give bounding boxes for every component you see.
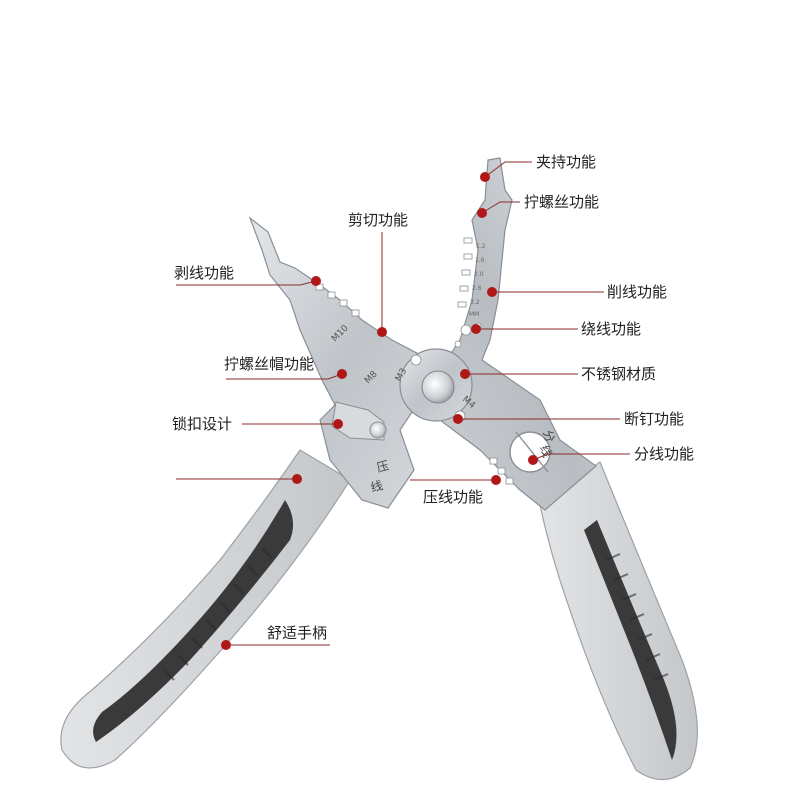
marker-dot	[528, 455, 538, 465]
callout-label: 分线功能	[634, 445, 694, 463]
callout-label: 削线功能	[607, 283, 667, 301]
marker-dot	[311, 276, 321, 286]
marker-dot	[460, 369, 470, 379]
right-handle	[539, 461, 698, 781]
callouts: 夹持功能 拧螺丝功能 剪切功能 剥线功能 削线功能 绕线功能	[172, 153, 694, 650]
callout-label: 不锈钢材质	[581, 365, 656, 383]
callout-lock: 锁扣设计	[172, 415, 343, 433]
gauge-tick-label: 1.6	[475, 257, 485, 264]
callout-handle: 舒适手柄	[221, 624, 330, 650]
callout-nut-cap: 拧螺丝帽功能	[224, 355, 347, 380]
callout-label: 压线功能	[423, 488, 483, 506]
marker-dot	[480, 172, 490, 182]
gauge-ticks: 1.2 1.6 2.0 2.6 3.2 MM	[469, 243, 486, 318]
split-stamp-1: 分	[540, 428, 557, 444]
callout-wind: 绕线功能	[471, 320, 641, 338]
callout-bolt-cut: 断钉功能	[453, 410, 684, 428]
marker-dot	[471, 324, 481, 334]
pliers-illustration: 1.2 1.6 2.0 2.6 3.2 MM 分 线	[60, 157, 698, 781]
marker-dot	[292, 474, 302, 484]
callout-label: 夹持功能	[536, 153, 596, 171]
callout-label: 剪切功能	[348, 211, 408, 229]
marker-dot	[491, 475, 501, 485]
callout-label: 拧螺丝功能	[524, 193, 599, 211]
callout-unlabeled	[176, 474, 302, 484]
marker-dot	[333, 419, 343, 429]
marker-dot	[377, 327, 387, 337]
callout-label: 拧螺丝帽功能	[224, 355, 314, 373]
callout-clamp: 夹持功能	[480, 153, 596, 182]
callout-label: 绕线功能	[581, 320, 641, 338]
callout-shave: 削线功能	[487, 283, 667, 301]
callout-steel: 不锈钢材质	[460, 365, 656, 383]
gauge-tick-label: 1.2	[476, 243, 486, 250]
gauge-tick-label: 2.6	[472, 285, 482, 292]
gauge-tick-label: 3.2	[470, 299, 480, 306]
crimp-stamp-1: 压	[375, 458, 390, 475]
callout-strip: 剥线功能	[174, 264, 321, 286]
marker-dot	[453, 414, 463, 424]
gauge-tick-label: MM	[469, 311, 479, 318]
marker-dot	[477, 208, 487, 218]
callout-label: 断钉功能	[624, 410, 684, 428]
callout-cut: 剪切功能	[348, 211, 408, 337]
marker-dot	[487, 287, 497, 297]
crimp-stamp-2: 线	[369, 478, 384, 495]
gauge-tick-label: 2.0	[474, 271, 484, 278]
marker-dot	[337, 369, 347, 379]
callout-crimp: 压线功能	[410, 475, 501, 506]
left-handle	[60, 449, 351, 769]
callout-label: 锁扣设计	[172, 415, 232, 433]
callout-split: 分线功能	[528, 445, 694, 465]
split-stamp-2: 线	[537, 443, 554, 459]
callout-label: 舒适手柄	[267, 624, 327, 642]
marker-dot	[221, 640, 231, 650]
pivot: M3 M4	[394, 348, 477, 422]
callout-screw-thread: 拧螺丝功能	[477, 193, 599, 218]
callout-label: 剥线功能	[174, 264, 234, 282]
